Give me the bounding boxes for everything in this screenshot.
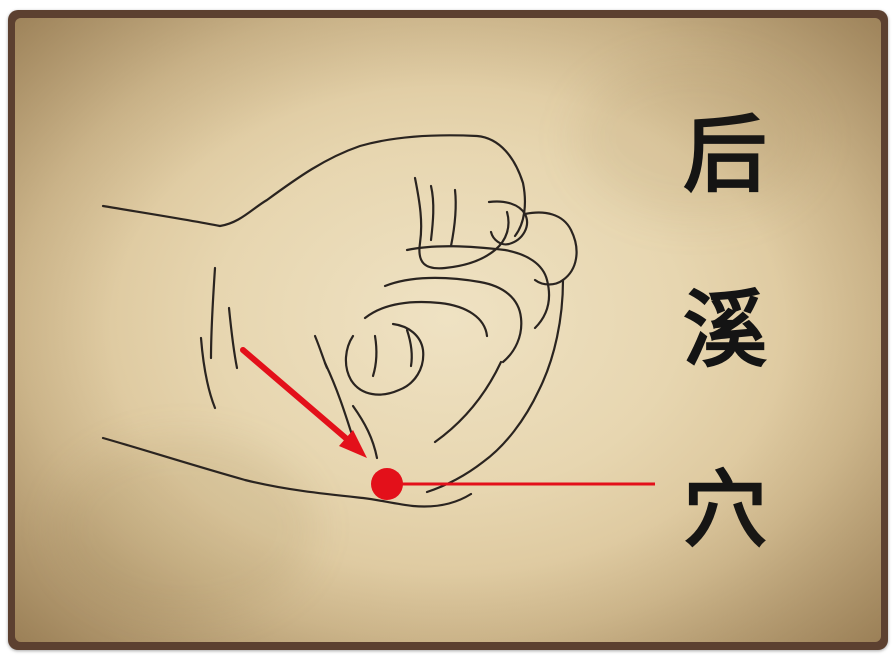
thumb-nail (487, 200, 529, 246)
wrist-crease (227, 306, 239, 370)
wrist-crease (209, 266, 217, 360)
palm-crease (323, 361, 355, 440)
vignette-overlay (15, 18, 881, 642)
hand-outline (101, 134, 526, 238)
wrist-crease (199, 336, 217, 410)
thumb-crease (449, 188, 457, 248)
palm-crease (313, 334, 329, 370)
ring-finger-outline (405, 328, 413, 368)
palm-crease (351, 404, 379, 460)
thumb-outline (413, 176, 510, 270)
paper-stain (55, 438, 315, 618)
palm-outline (425, 278, 565, 494)
ring-finger-outline (344, 322, 425, 396)
palm-outline (433, 360, 503, 444)
acupoint-marker-icon (371, 468, 403, 500)
wrist-outline (101, 436, 473, 508)
middle-finger-outline (383, 276, 523, 364)
label-char-2: 溪 (665, 288, 785, 372)
picture-frame: 后 溪 穴 (8, 10, 888, 650)
paper-stain (575, 58, 815, 218)
label-char-3: 穴 (665, 468, 785, 552)
middle-finger-outline (363, 300, 489, 338)
thumb-crease (429, 184, 435, 242)
pointer-arrow-icon (240, 347, 367, 458)
parchment-background: 后 溪 穴 (15, 18, 881, 642)
fist-illustration (101, 134, 655, 508)
index-finger-outline (405, 245, 551, 330)
label-char-1: 后 (665, 113, 785, 197)
ring-finger-outline (371, 334, 378, 378)
